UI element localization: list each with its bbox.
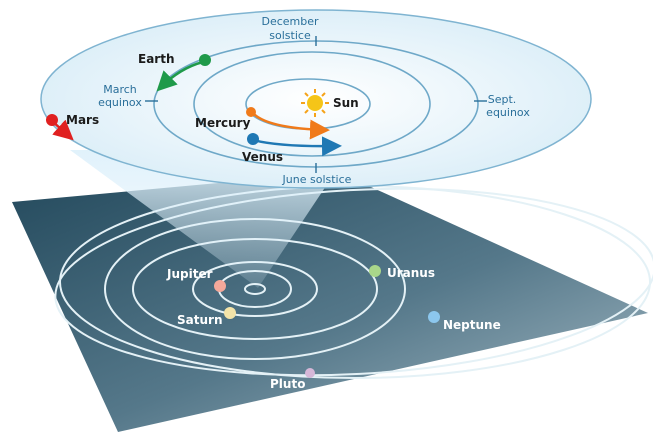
neptune-dot	[428, 311, 440, 323]
sun-label: Sun	[333, 96, 359, 110]
mars-dot	[46, 114, 58, 126]
earth-dot	[199, 54, 211, 66]
mars-label: Mars	[66, 113, 99, 127]
uranus-dot	[369, 265, 381, 277]
venus-arrow	[252, 136, 342, 157]
sept-equinox-label-2: equinox	[486, 106, 530, 119]
venus-dot	[247, 133, 259, 145]
december-solstice-label-1: December	[261, 15, 319, 28]
sun-icon	[301, 89, 329, 117]
march-equinox-label-1: March	[103, 83, 137, 96]
mercury-label: Mercury	[195, 116, 251, 130]
season-ticks	[145, 36, 487, 173]
earth-arrow	[156, 60, 204, 92]
venus-label: Venus	[242, 150, 283, 164]
pluto-dot	[305, 368, 315, 378]
june-solstice-label: June solstice	[282, 173, 352, 186]
outer-plane	[12, 172, 648, 432]
pluto-label: Pluto	[270, 377, 305, 391]
mercury-dot	[246, 107, 256, 117]
orbit-ring-pluto	[54, 187, 653, 377]
december-solstice-label-2: solstice	[269, 29, 311, 42]
march-equinox-label-2: equinox	[98, 96, 142, 109]
saturn-dot	[224, 307, 236, 319]
jupiter-dot	[214, 280, 226, 292]
jupiter-label: Jupiter	[166, 267, 213, 281]
uranus-label: Uranus	[387, 266, 435, 280]
neptune-label: Neptune	[443, 318, 501, 332]
orbit-venus	[193, 51, 431, 157]
saturn-label: Saturn	[177, 313, 222, 327]
earth-label: Earth	[138, 52, 175, 66]
sept-equinox-label-1: Sept.	[488, 93, 517, 106]
